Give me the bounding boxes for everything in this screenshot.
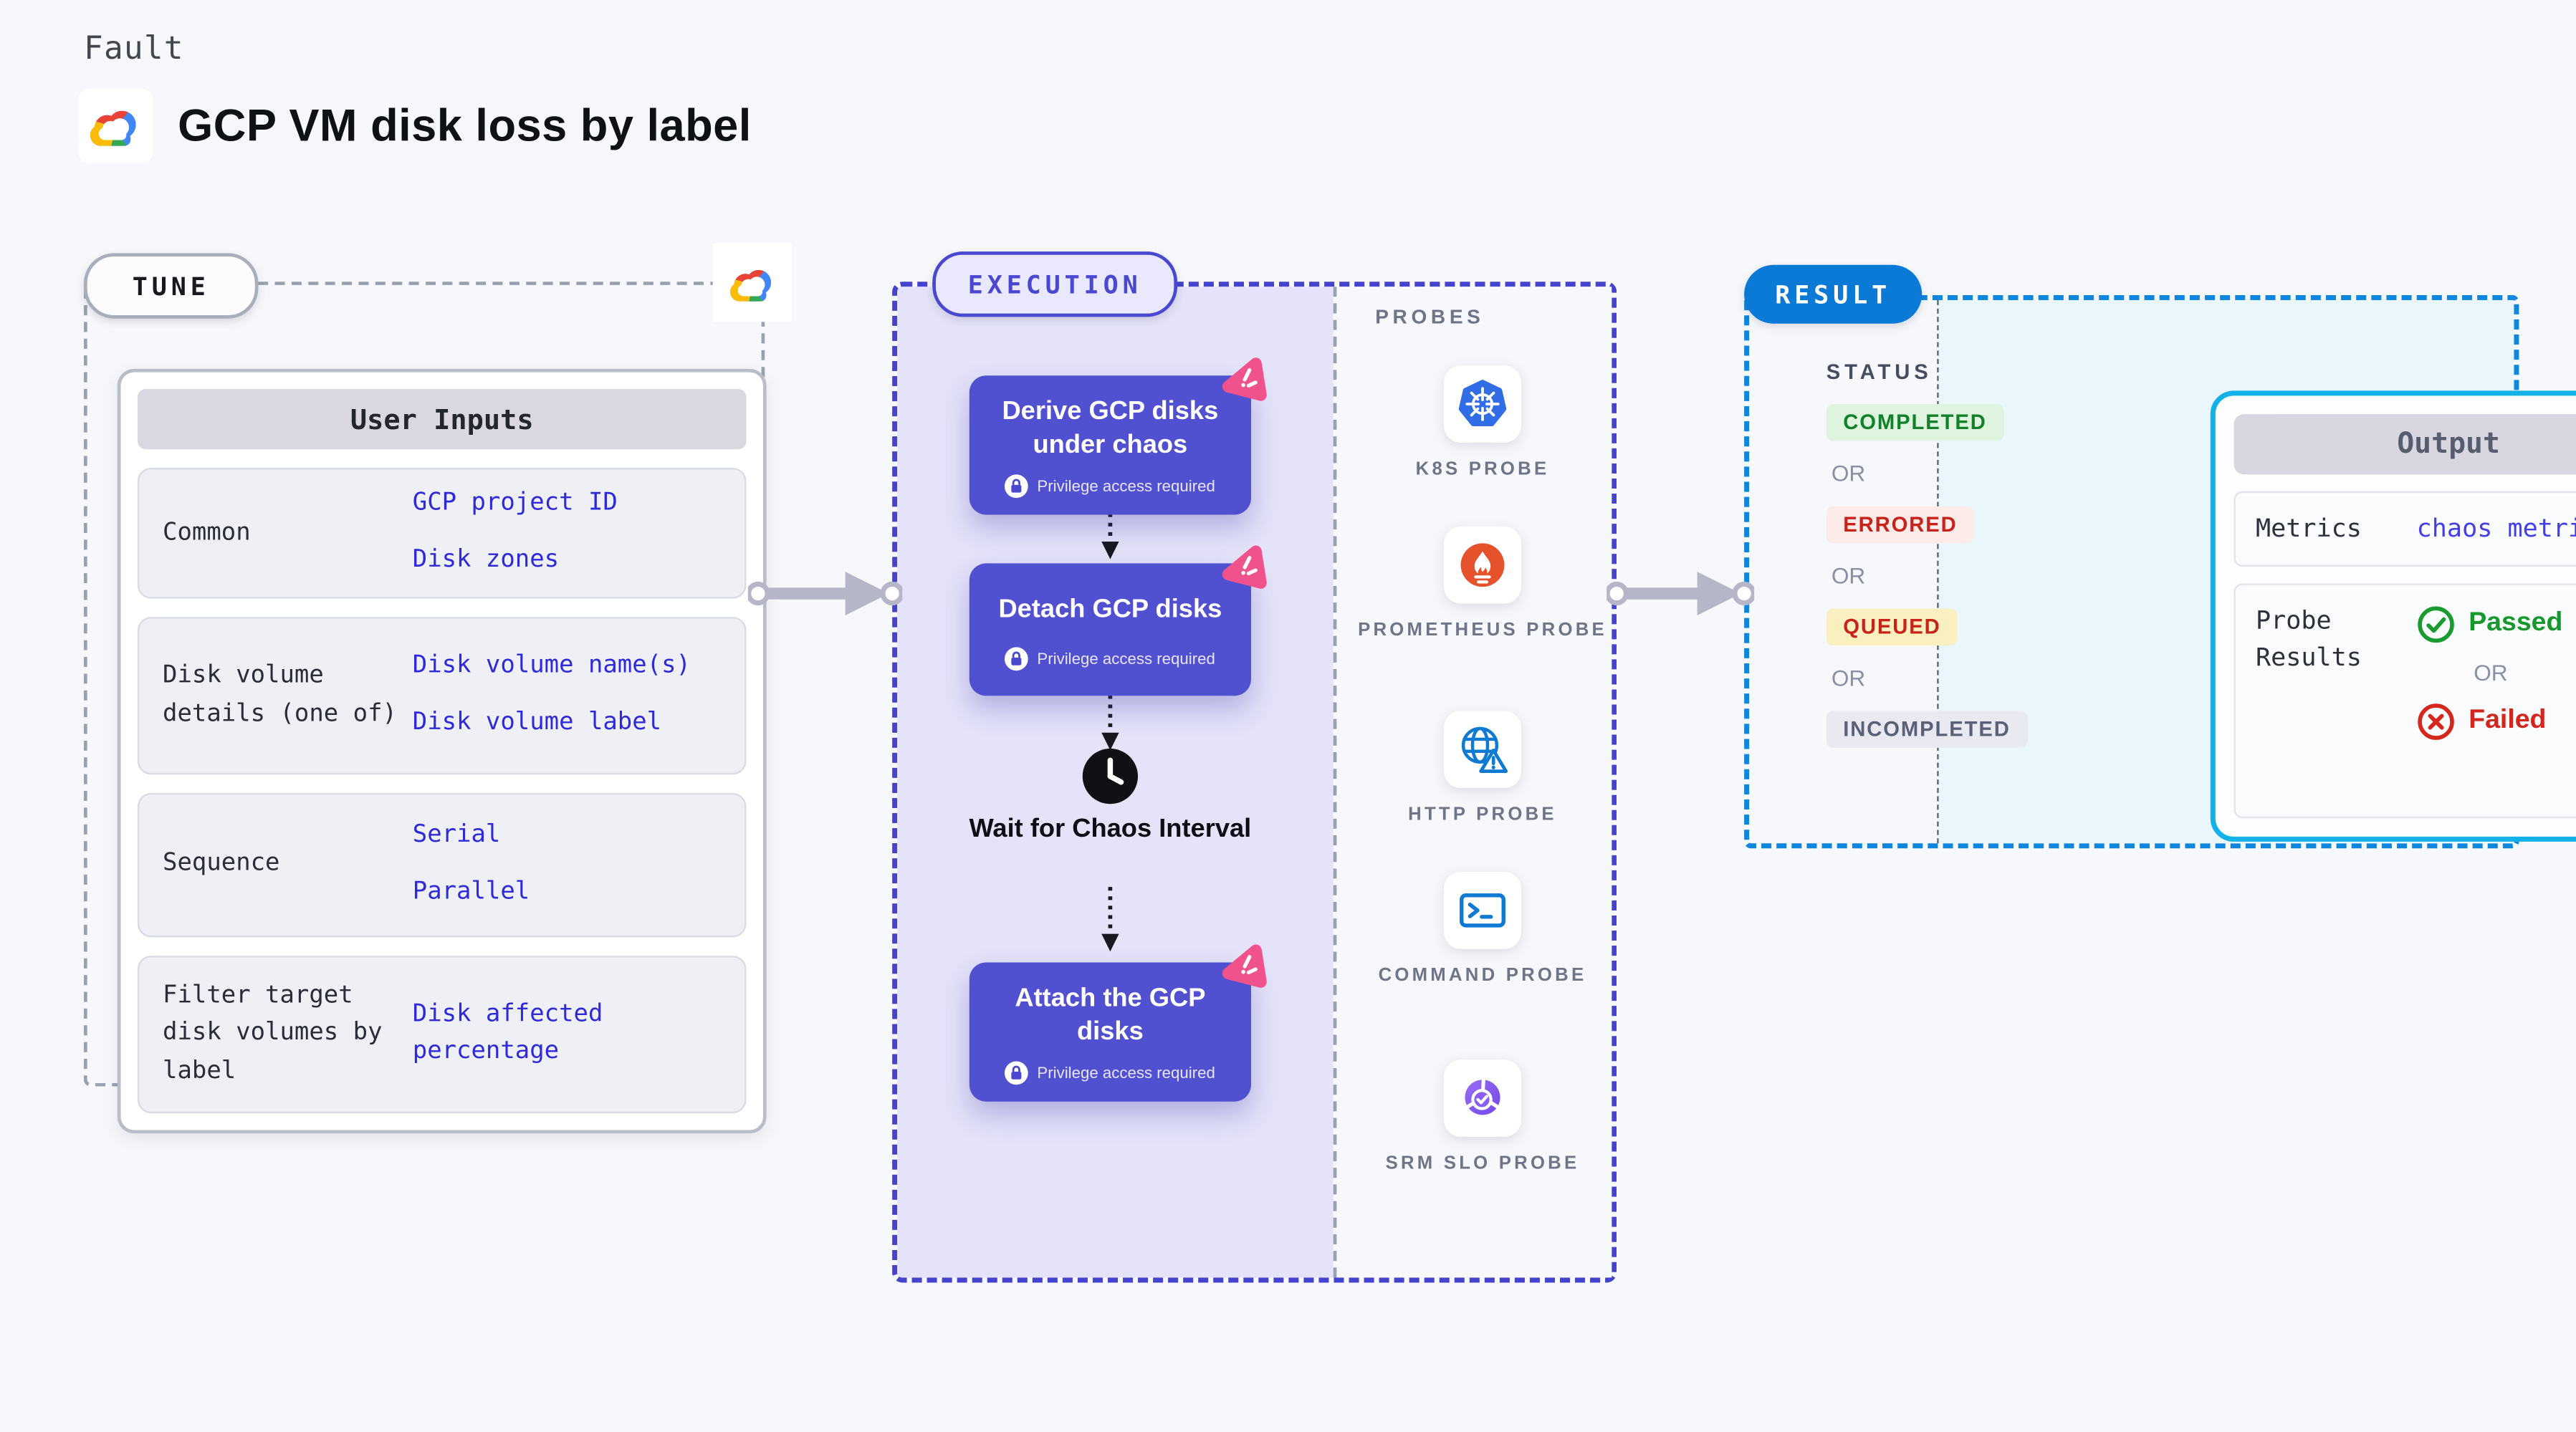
user-input-row-filter-by-label: Filter target disk volumes by label Disk…: [137, 954, 747, 1113]
probe-results-row: Probe Results Passed OR: [2233, 582, 2576, 817]
probes-heading: PROBES: [1375, 304, 1485, 329]
row-value: Disk volume label: [412, 708, 662, 736]
lock-icon: [1005, 475, 1029, 499]
chaos-icon: [1222, 944, 1267, 988]
kubernetes-icon: [1444, 365, 1521, 443]
status-badge-errored: ERRORED: [1826, 506, 1975, 544]
user-input-row-disk-volume-details: Disk volume details (one of) Disk volume…: [137, 616, 747, 774]
user-inputs-title: User Inputs: [137, 388, 747, 450]
output-card: Output Metrics chaos metrics Probe Resul…: [2210, 390, 2576, 841]
probe-label: SRM SLO PROBE: [1385, 1153, 1580, 1174]
status-list: COMPLETED OR ERRORED OR QUEUED OR INCOMP…: [1826, 404, 2028, 748]
lock-icon: [1005, 647, 1029, 671]
row-value: GCP project ID: [412, 489, 618, 516]
flow-arrow-down: [1101, 686, 1119, 751]
tune-badge: TUNE: [84, 253, 259, 319]
status-badge-incompleted: INCOMPLETED: [1826, 711, 2028, 748]
or-label: OR: [1831, 563, 1866, 589]
row-value: Disk affected percentage: [412, 1000, 603, 1065]
probe-passed: Passed: [2417, 605, 2563, 643]
output-title: Output: [2233, 414, 2576, 475]
or-label: OR: [1831, 461, 1866, 486]
step-title: Derive GCP disks under chaos: [1002, 397, 1219, 460]
probe-label: K8S PROBE: [1415, 459, 1550, 480]
user-inputs-card: User Inputs Common GCP project ID Disk z…: [117, 368, 767, 1133]
probe-srm-slo: SRM SLO PROBE: [1351, 1059, 1613, 1178]
user-input-row-sequence: Sequence Serial Parallel: [137, 792, 747, 937]
row-value: Serial: [412, 821, 501, 848]
row-label: Filter target disk volumes by label: [163, 982, 383, 1085]
status-heading: STATUS: [1826, 360, 1933, 384]
gcp-cloud-corner-icon: [712, 243, 792, 322]
row-value: Parallel: [412, 878, 530, 905]
privilege-note: Privilege access required: [986, 475, 1234, 499]
privilege-note-text: Privilege access required: [1037, 1064, 1215, 1083]
result-output-panel: Output Metrics chaos metrics Probe Resul…: [1937, 299, 2576, 844]
metrics-value: chaos metrics: [2416, 513, 2576, 544]
chaos-icon: [1222, 357, 1267, 401]
or-label: OR: [2474, 659, 2508, 686]
lock-icon: [1005, 1062, 1029, 1085]
probe-prometheus: PROMETHEUS PROBE: [1351, 526, 1613, 645]
probe-label: PROMETHEUS PROBE: [1358, 620, 1607, 641]
flow-arrow-down: [1101, 887, 1119, 952]
prometheus-icon: [1444, 526, 1521, 604]
step-title: Attach the GCP disks: [1015, 984, 1206, 1047]
result-section: Output Metrics chaos metrics Probe Resul…: [1744, 294, 2576, 849]
metrics-row: Metrics chaos metrics: [2233, 491, 2576, 566]
probe-command: COMMAND PROBE: [1351, 872, 1613, 991]
gcp-cloud-icon: [79, 89, 153, 163]
fault-kicker: Fault: [84, 30, 184, 67]
probe-k8s: K8S PROBE: [1351, 365, 1613, 484]
probe-label: COMMAND PROBE: [1378, 966, 1587, 986]
row-label: Sequence: [163, 850, 280, 878]
step-detach-gcp-disks: Detach GCP disks Privilege access requir…: [969, 545, 1267, 696]
privilege-note: Privilege access required: [986, 647, 1234, 671]
row-value: Disk volume name(s): [412, 651, 691, 679]
row-label: Common: [163, 519, 251, 546]
check-circle-icon: [2418, 605, 2454, 642]
page-title-row: GCP VM disk loss by label: [79, 89, 752, 163]
probe-failed: Failed: [2417, 701, 2563, 740]
flow-arrow-down: [1101, 494, 1119, 559]
wait-for-chaos-interval-label: Wait for Chaos Interval: [969, 814, 1252, 844]
slo-gauge-icon: [1444, 1059, 1521, 1137]
step-derive-gcp-disks: Derive GCP disks under chaos Privilege a…: [969, 357, 1267, 516]
failed-label: Failed: [2469, 706, 2547, 735]
globe-warning-icon: [1444, 711, 1521, 789]
row-value: Disk zones: [412, 546, 560, 573]
terminal-icon: [1444, 872, 1521, 949]
clock-icon: [1082, 748, 1139, 805]
passed-label: Passed: [2469, 608, 2563, 638]
row-label: Disk volume details (one of): [163, 662, 397, 727]
page-title: GCP VM disk loss by label: [178, 100, 752, 150]
tune-to-execution-arrow: [747, 572, 903, 615]
user-input-row-common: Common GCP project ID Disk zones: [137, 467, 747, 598]
metrics-label: Metrics: [2255, 513, 2362, 544]
execution-badge: EXECUTION: [932, 251, 1178, 317]
privilege-note-text: Privilege access required: [1037, 477, 1215, 496]
step-title: Detach GCP disks: [998, 595, 1222, 624]
x-circle-icon: [2418, 703, 2454, 739]
status-badge-queued: QUEUED: [1826, 608, 1958, 646]
execution-to-result-arrow: [1607, 572, 1755, 615]
status-badge-completed: COMPLETED: [1826, 404, 2004, 441]
or-label: OR: [1831, 665, 1866, 691]
result-badge: RESULT: [1744, 264, 1923, 324]
probe-http: HTTP PROBE: [1351, 711, 1613, 830]
probe-results-label: Probe Results: [2255, 604, 2362, 673]
step-attach-gcp-disks: Attach the GCP disks Privilege access re…: [969, 944, 1267, 1102]
privilege-note: Privilege access required: [986, 1062, 1234, 1085]
privilege-note-text: Privilege access required: [1037, 650, 1215, 669]
chaos-icon: [1222, 545, 1267, 589]
probe-label: HTTP PROBE: [1408, 804, 1557, 825]
